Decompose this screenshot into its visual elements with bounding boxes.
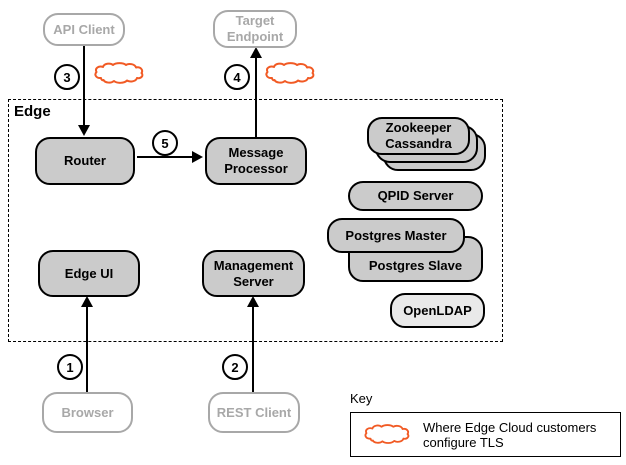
node-management-server: Management Server: [202, 250, 305, 297]
node-management-server-label-line2: Server: [233, 273, 274, 289]
node-zookeeper-cassandra: Zookeeper Cassandra: [367, 117, 470, 155]
edge-container-label: Edge: [14, 103, 51, 120]
node-target-endpoint: Target Endpoint: [213, 10, 297, 48]
arrowhead-router-to-message-processor: [192, 151, 203, 163]
tls-cloud-icon-step4: [265, 62, 315, 84]
step-badge-5: 5: [152, 130, 178, 156]
step-badge-3: 3: [54, 64, 80, 90]
step-badge-3-number: 3: [63, 69, 71, 85]
node-router-label: Router: [64, 153, 106, 168]
step-badge-1: 1: [57, 354, 83, 380]
node-postgres-master: Postgres Master: [327, 218, 465, 253]
arrow-line-api-client-to-router: [83, 46, 85, 126]
arrow-line-router-to-message-processor: [137, 156, 193, 158]
node-rest-client: REST Client: [208, 392, 300, 433]
node-api-client: API Client: [43, 13, 125, 46]
node-browser: Browser: [42, 392, 133, 433]
node-target-endpoint-label-line2: Endpoint: [226, 29, 284, 44]
node-management-server-label-line1: Management: [213, 257, 294, 273]
node-qpid-server-label: QPID Server: [377, 188, 454, 203]
key-description-line2: configure TLS: [423, 434, 504, 450]
key-title: Key: [350, 391, 373, 406]
key-description-line1: Where Edge Cloud customers: [423, 419, 597, 435]
node-router: Router: [35, 137, 135, 185]
node-postgres-master-label: Postgres Master: [345, 227, 447, 243]
node-rest-client-label: REST Client: [216, 404, 292, 420]
step-badge-1-number: 1: [66, 359, 74, 375]
step-badge-2-number: 2: [231, 359, 239, 375]
key-description: Where Edge Cloud customers configure TLS: [423, 420, 596, 450]
node-openldap-label: OpenLDAP: [403, 302, 472, 318]
arrowhead-message-processor-to-target-endpoint: [250, 47, 262, 58]
node-cassandra-label: Cassandra: [385, 136, 452, 151]
tls-cloud-icon-key: [364, 424, 410, 444]
node-browser-label: Browser: [61, 404, 114, 420]
step-badge-4: 4: [224, 64, 250, 90]
arrow-line-browser-to-edge-ui: [86, 306, 88, 392]
arrowhead-api-client-to-router: [78, 125, 90, 136]
step-badge-4-number: 4: [233, 69, 241, 85]
node-postgres-slave-label: Postgres Slave: [368, 258, 463, 273]
node-edge-ui: Edge UI: [38, 250, 140, 297]
arrowhead-rest-client-to-management-server: [247, 296, 259, 307]
key-legend-box: Where Edge Cloud customers configure TLS: [350, 412, 621, 457]
node-qpid-server: QPID Server: [348, 181, 483, 211]
node-api-client-label: API Client: [53, 21, 115, 37]
arrow-line-rest-client-to-management-server: [252, 306, 254, 392]
node-zookeeper-label: Zookeeper: [385, 120, 452, 135]
step-badge-2: 2: [222, 354, 248, 380]
node-openldap: OpenLDAP: [390, 293, 485, 328]
node-message-processor-label-line1: Message: [228, 145, 284, 160]
node-edge-ui-label: Edge UI: [64, 265, 114, 281]
arrowhead-browser-to-edge-ui: [81, 296, 93, 307]
node-message-processor: Message Processor: [205, 137, 307, 185]
step-badge-5-number: 5: [161, 135, 169, 151]
node-message-processor-label-line2: Processor: [224, 161, 288, 176]
node-target-endpoint-label-line1: Target: [235, 13, 275, 28]
tls-cloud-icon-step3: [94, 62, 144, 84]
arrow-line-message-processor-to-target-endpoint: [255, 57, 257, 137]
key-cloud-slot: [351, 424, 423, 445]
